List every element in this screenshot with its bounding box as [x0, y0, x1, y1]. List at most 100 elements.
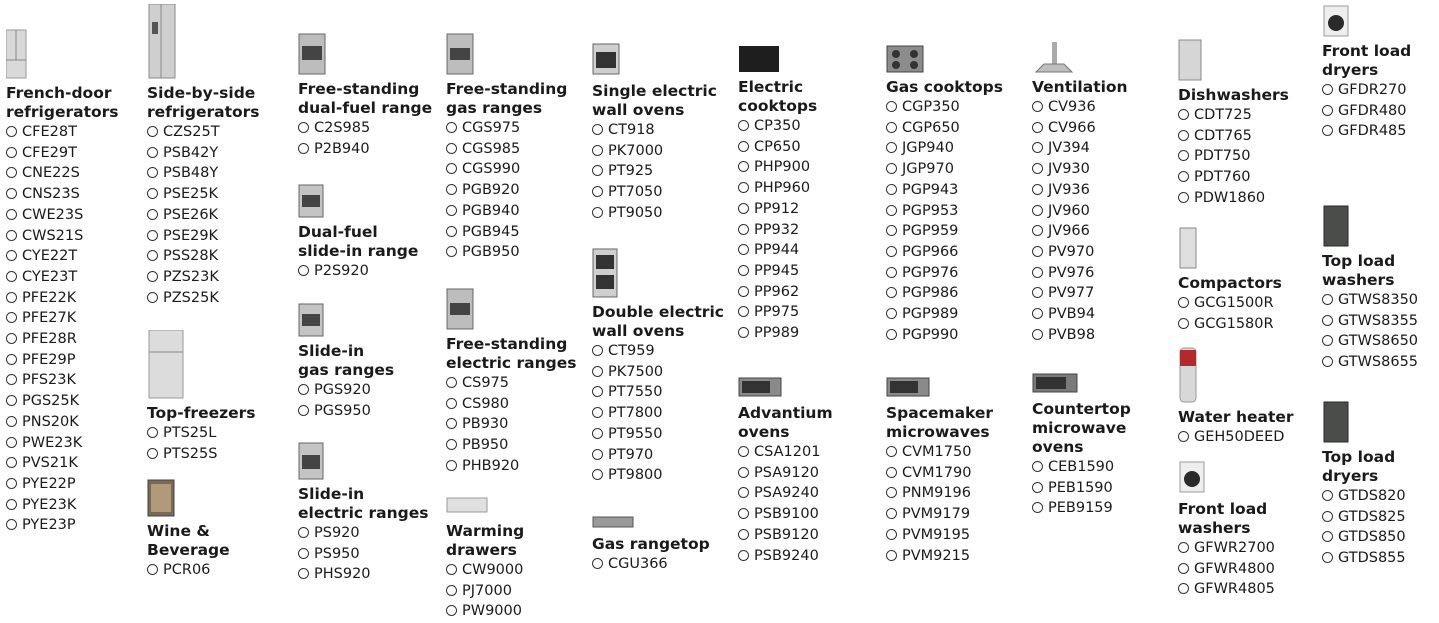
radio-circle-icon[interactable]	[738, 161, 749, 173]
model-option[interactable]: CZS25T	[147, 122, 260, 143]
model-option[interactable]: PT7550	[592, 382, 724, 403]
radio-circle-icon[interactable]	[592, 558, 603, 569]
radio-circle-icon[interactable]	[147, 188, 158, 200]
radio-circle-icon[interactable]	[1178, 542, 1189, 553]
radio-circle-icon[interactable]	[1322, 104, 1333, 116]
model-option[interactable]: PZS25K	[147, 288, 260, 309]
radio-circle-icon[interactable]	[738, 508, 749, 520]
model-option[interactable]: CS975	[446, 373, 576, 394]
radio-circle-icon[interactable]	[6, 126, 17, 137]
model-option[interactable]: JGP940	[886, 138, 1003, 159]
model-option[interactable]: PEB1590	[1032, 478, 1131, 499]
model-option[interactable]: PSE29K	[147, 226, 260, 247]
model-option[interactable]: PFE22K	[6, 288, 119, 309]
model-option[interactable]: PGP959	[886, 221, 1003, 242]
radio-circle-icon[interactable]	[738, 182, 749, 194]
model-option[interactable]: CGS975	[446, 118, 567, 139]
model-option[interactable]: GTDS825	[1322, 507, 1406, 528]
model-option[interactable]: PT7800	[592, 403, 724, 424]
radio-circle-icon[interactable]	[592, 469, 603, 481]
model-option[interactable]: CYE23T	[6, 267, 119, 288]
model-option[interactable]: JV394	[1032, 138, 1128, 159]
model-option[interactable]: CEB1590	[1032, 457, 1131, 478]
model-option[interactable]: PCR06	[147, 560, 230, 581]
radio-circle-icon[interactable]	[592, 386, 603, 398]
radio-circle-icon[interactable]	[1322, 125, 1333, 137]
model-option[interactable]: PVM9195	[886, 525, 993, 546]
model-option[interactable]: PHS920	[298, 564, 428, 585]
model-option[interactable]: PK7000	[592, 141, 717, 162]
radio-circle-icon[interactable]	[446, 163, 457, 175]
radio-circle-icon[interactable]	[147, 427, 158, 438]
model-option[interactable]: JV966	[1032, 221, 1128, 242]
model-option[interactable]: PP912	[738, 199, 817, 220]
radio-circle-icon[interactable]	[6, 374, 17, 386]
radio-circle-icon[interactable]	[6, 188, 17, 200]
model-option[interactable]: PP989	[738, 323, 817, 344]
radio-circle-icon[interactable]	[738, 306, 749, 318]
radio-circle-icon[interactable]	[886, 163, 897, 175]
model-option[interactable]: PSB9120	[738, 525, 833, 546]
model-option[interactable]: CVM1790	[886, 463, 993, 484]
model-option[interactable]: PJ7000	[446, 581, 524, 602]
radio-circle-icon[interactable]	[298, 265, 309, 276]
radio-circle-icon[interactable]	[446, 564, 457, 575]
model-option[interactable]: PW9000	[446, 601, 524, 622]
model-option[interactable]: JV960	[1032, 201, 1128, 222]
model-option[interactable]: CGP350	[886, 97, 1003, 118]
radio-circle-icon[interactable]	[886, 121, 897, 133]
radio-circle-icon[interactable]	[738, 466, 749, 478]
radio-circle-icon[interactable]	[738, 327, 749, 339]
radio-circle-icon[interactable]	[6, 146, 17, 158]
model-option[interactable]: PV976	[1032, 263, 1128, 284]
radio-circle-icon[interactable]	[6, 250, 17, 262]
radio-circle-icon[interactable]	[446, 605, 457, 617]
model-option[interactable]: PV970	[1032, 242, 1128, 263]
model-option[interactable]: PDT750	[1178, 146, 1289, 167]
model-option[interactable]: PGS920	[298, 380, 394, 401]
radio-circle-icon[interactable]	[6, 457, 17, 469]
model-option[interactable]: CP650	[738, 137, 817, 158]
model-option[interactable]: CGS990	[446, 159, 567, 180]
radio-circle-icon[interactable]	[738, 487, 749, 499]
model-option[interactable]: PGP953	[886, 201, 1003, 222]
radio-circle-icon[interactable]	[6, 436, 17, 448]
model-option[interactable]: PSB9100	[738, 504, 833, 525]
model-option[interactable]: GEH50DEED	[1178, 427, 1294, 448]
radio-circle-icon[interactable]	[1032, 183, 1043, 195]
model-option[interactable]: CT959	[592, 341, 724, 362]
model-option[interactable]: CNE22S	[6, 163, 119, 184]
radio-circle-icon[interactable]	[886, 225, 897, 237]
model-option[interactable]: PSE25K	[147, 184, 260, 205]
radio-circle-icon[interactable]	[738, 528, 749, 540]
radio-circle-icon[interactable]	[1322, 490, 1333, 501]
radio-circle-icon[interactable]	[592, 427, 603, 439]
radio-circle-icon[interactable]	[592, 165, 603, 177]
model-option[interactable]: PVS21K	[6, 453, 119, 474]
radio-circle-icon[interactable]	[592, 448, 603, 460]
radio-circle-icon[interactable]	[1032, 287, 1043, 299]
radio-circle-icon[interactable]	[6, 353, 17, 365]
radio-circle-icon[interactable]	[886, 528, 897, 540]
radio-circle-icon[interactable]	[1322, 552, 1333, 564]
radio-circle-icon[interactable]	[886, 142, 897, 154]
radio-circle-icon[interactable]	[298, 384, 309, 395]
radio-circle-icon[interactable]	[1032, 266, 1043, 278]
model-option[interactable]: PGB920	[446, 180, 567, 201]
radio-circle-icon[interactable]	[147, 447, 158, 459]
model-option[interactable]: PGB940	[446, 201, 567, 222]
radio-circle-icon[interactable]	[738, 140, 749, 152]
radio-circle-icon[interactable]	[886, 508, 897, 520]
model-option[interactable]: CDT765	[1178, 126, 1289, 147]
model-option[interactable]: GFWR2700	[1178, 538, 1275, 559]
radio-circle-icon[interactable]	[147, 208, 158, 220]
radio-circle-icon[interactable]	[1032, 308, 1043, 320]
radio-circle-icon[interactable]	[886, 204, 897, 216]
model-option[interactable]: JV936	[1032, 180, 1128, 201]
model-option[interactable]: CGU366	[592, 554, 710, 575]
radio-circle-icon[interactable]	[738, 223, 749, 235]
model-option[interactable]: GTDS850	[1322, 527, 1406, 548]
radio-circle-icon[interactable]	[446, 397, 457, 409]
radio-circle-icon[interactable]	[1178, 171, 1189, 183]
radio-circle-icon[interactable]	[738, 549, 749, 561]
